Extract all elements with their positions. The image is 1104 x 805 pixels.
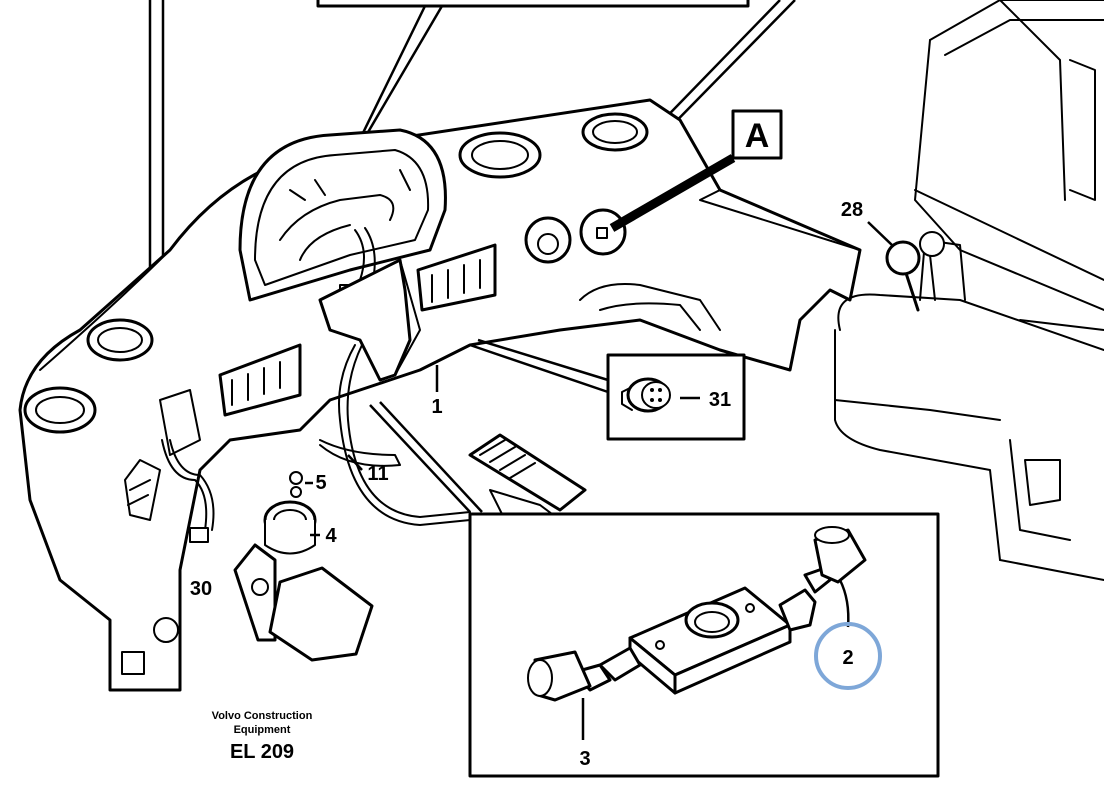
callout-28: 28: [841, 199, 863, 221]
joystick-28: [867, 221, 945, 312]
callout-3: 3: [579, 748, 590, 770]
detail-box: [468, 512, 940, 778]
drawing-code: EL 209: [230, 741, 294, 763]
callout-labels: 1 2 3 4 5 11 28 30 31 A: [190, 117, 863, 770]
callout-2: 2: [842, 647, 853, 669]
callout-box-31: [606, 353, 746, 441]
callout-31: 31: [709, 389, 731, 411]
callout-1: 1: [431, 396, 442, 418]
callout-box-A: [609, 109, 783, 232]
pedal: [468, 433, 587, 521]
callout-5: 5: [315, 472, 326, 494]
cab-seat-outline: [834, 0, 1104, 581]
brand-line-2: Equipment: [234, 724, 291, 736]
leaders-mid: [347, 338, 609, 513]
socket-4: [233, 471, 374, 662]
callout-4: 4: [325, 525, 337, 547]
brand-block: Volvo Construction Equipment EL 209: [212, 710, 313, 763]
callout-30: 30: [190, 578, 212, 600]
callout-A: A: [745, 117, 770, 155]
cable-harness: [319, 344, 471, 526]
highlight-ring: [814, 622, 882, 690]
callout-11: 11: [367, 463, 388, 485]
brand-line-1: Volvo Construction: [212, 710, 313, 722]
connector-30: [161, 439, 215, 543]
dashboard-panel: [18, 98, 862, 692]
